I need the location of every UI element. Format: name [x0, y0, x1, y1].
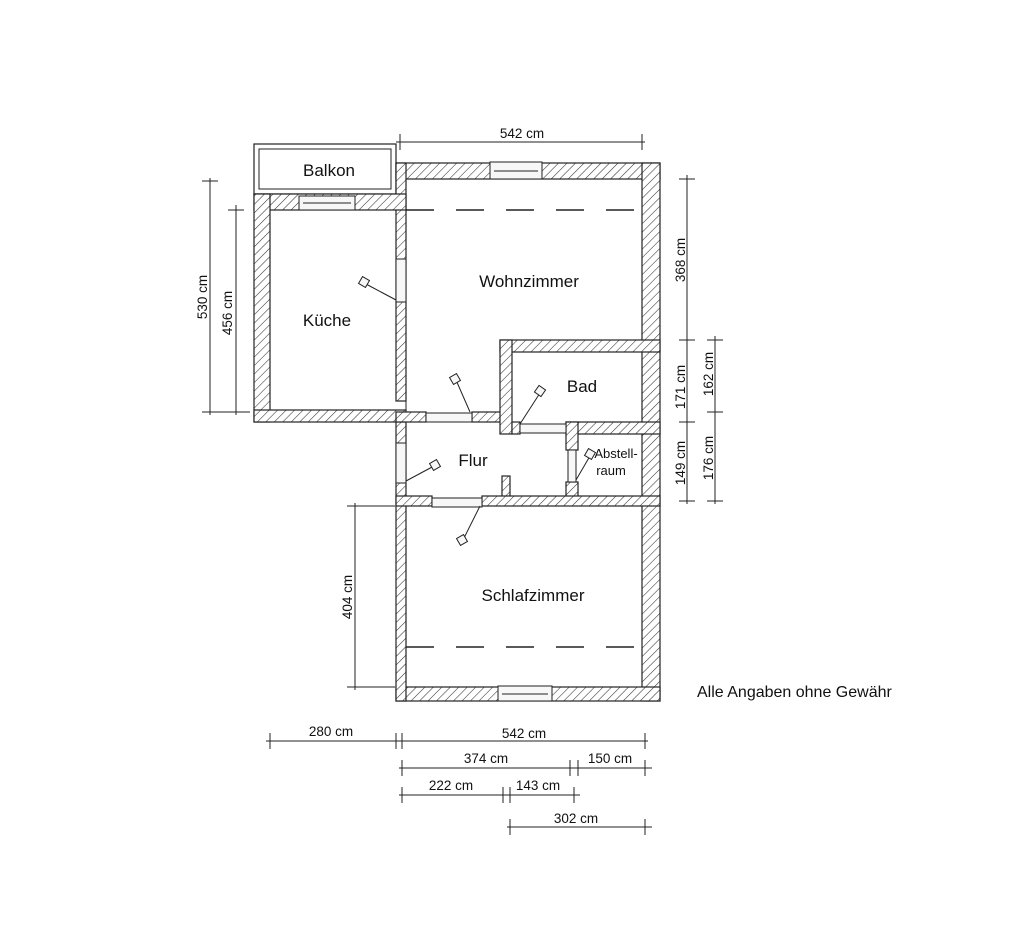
room-label-schlafzimmer: Schlafzimmer: [482, 586, 585, 605]
dimension-bottom-150: 150 cm: [588, 751, 632, 766]
room-label-flur: Flur: [458, 451, 488, 470]
windows-doors: [298, 161, 597, 702]
room-label-kueche: Küche: [303, 311, 351, 330]
dimension-right-149: 149 cm: [673, 441, 688, 485]
room-label-abstellraum-line2: raum: [596, 463, 626, 478]
room-label-abstellraum-line1: Abstell-: [594, 446, 637, 461]
dimension-top-width: 542 cm: [500, 126, 544, 141]
dimension-right-171: 171 cm: [673, 365, 688, 409]
dimension-bottom-143: 143 cm: [516, 778, 560, 793]
dimension-bottom-222: 222 cm: [429, 778, 473, 793]
dimension-right-162: 162 cm: [701, 352, 716, 396]
dimension-left-456: 456 cm: [220, 291, 235, 335]
dimension-bottom-542: 542 cm: [502, 726, 546, 741]
dimension-right-368: 368 cm: [673, 238, 688, 282]
dimension-bottom-302: 302 cm: [554, 811, 598, 826]
dimension-lines: [202, 134, 723, 835]
dimension-bottom-374: 374 cm: [464, 751, 508, 766]
room-label-wohnzimmer: Wohnzimmer: [479, 272, 579, 291]
dimension-left-404: 404 cm: [340, 575, 355, 619]
room-label-balkon: Balkon: [303, 161, 355, 180]
disclaimer-note: Alle Angaben ohne Gewähr: [697, 684, 892, 701]
dimension-bottom-280: 280 cm: [309, 724, 353, 739]
room-label-bad: Bad: [567, 377, 597, 396]
dimension-right-176: 176 cm: [701, 436, 716, 480]
dimension-left-530: 530 cm: [195, 275, 210, 319]
